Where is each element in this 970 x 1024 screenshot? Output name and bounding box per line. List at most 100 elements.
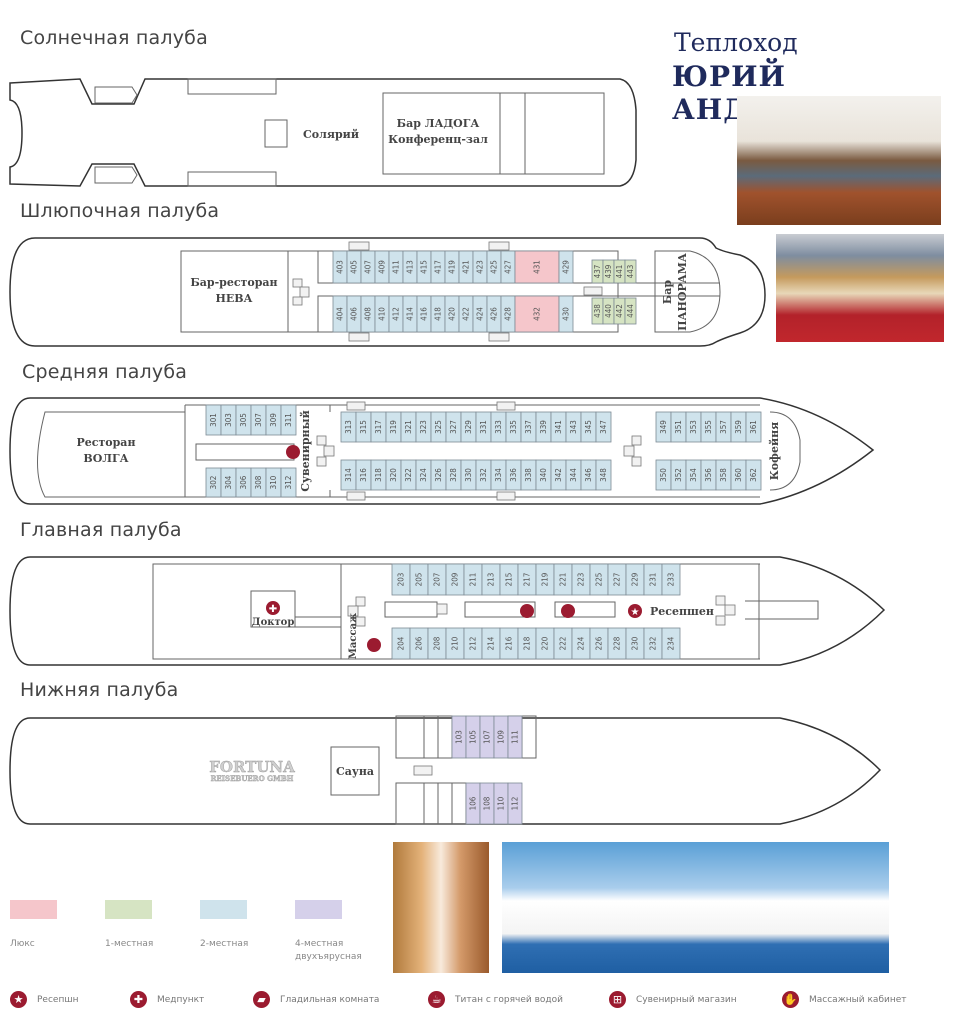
cabin-number: 334 <box>494 468 503 482</box>
svg-text:✚: ✚ <box>269 604 277 615</box>
cabin-number: 438 <box>593 304 602 318</box>
cabin-number: 326 <box>434 468 443 482</box>
cabin-number: 316 <box>359 468 368 482</box>
cabin-number: 424 <box>476 307 485 321</box>
cabin-312[interactable] <box>280 467 297 498</box>
cabin-number: 315 <box>359 420 368 434</box>
cabin-234[interactable] <box>661 627 681 660</box>
stairs-icon <box>496 491 516 501</box>
massage-label: Массаж <box>348 613 359 659</box>
cabin-number: 432 <box>533 307 542 321</box>
cabin-429[interactable] <box>558 250 574 284</box>
cabin-number: 321 <box>404 420 413 434</box>
deck-title-middle: Средняя палуба <box>22 361 188 383</box>
cabin-number: 348 <box>599 468 608 482</box>
panorama-label-2: ПАНОРАМА <box>676 253 689 331</box>
cabin-number: 362 <box>749 468 758 482</box>
cabin-311[interactable] <box>280 404 297 436</box>
cabin-number: 404 <box>336 307 345 321</box>
cabin-number: 306 <box>239 475 248 489</box>
cabin-number: 413 <box>406 260 415 274</box>
cabin-number: 301 <box>209 413 218 427</box>
restaurant-photo <box>776 234 944 342</box>
reception-label: Ресепшен <box>650 605 714 618</box>
cabin-number: 335 <box>509 420 518 434</box>
souvenir-label: Сувенирный <box>299 410 312 492</box>
cabin-number: 437 <box>593 265 602 279</box>
lower-deck-hull <box>9 717 882 825</box>
cabin-444[interactable] <box>624 297 637 325</box>
bar-photo <box>737 96 941 225</box>
plus-icon: ✚ <box>130 991 147 1008</box>
cabin-number: 309 <box>269 413 278 427</box>
cabin-number: 325 <box>434 420 443 434</box>
stairs-icon <box>299 286 310 298</box>
cabin-number: 305 <box>239 413 248 427</box>
stairs-group <box>292 241 736 776</box>
cabin-362[interactable] <box>745 459 762 491</box>
cabin-number: 414 <box>406 307 415 321</box>
cabin-number: 324 <box>419 468 428 482</box>
legend-label-double: 2-местная <box>200 939 249 949</box>
cabin-number: 429 <box>562 260 571 274</box>
cabin-361[interactable] <box>745 411 762 443</box>
cabin-number: 356 <box>704 468 713 482</box>
plan-markers: ✚ ★ <box>266 445 642 652</box>
cabin-number: 431 <box>533 260 542 274</box>
cabin-112[interactable] <box>507 782 523 825</box>
cabin-number: 355 <box>704 420 713 434</box>
cabin-430[interactable] <box>558 295 574 333</box>
legend-label-lux: Люкс <box>10 939 35 949</box>
cabin-number: 318 <box>374 468 383 482</box>
cabin-348[interactable] <box>595 459 612 491</box>
cabin-number: 323 <box>419 420 428 434</box>
cabin-111[interactable] <box>507 715 523 759</box>
cabin-number: 232 <box>649 637 658 651</box>
cabin-number: 425 <box>490 260 499 274</box>
deck-title-lower: Нижняя палуба <box>20 679 179 701</box>
neva-label-2: НЕВА <box>215 292 252 305</box>
cabin-number: 319 <box>389 420 398 434</box>
stairs-icon <box>346 401 366 411</box>
cabin-number: 304 <box>224 475 233 489</box>
volga-label-2: ВОЛГА <box>83 452 128 465</box>
cabin-number: 341 <box>554 420 563 434</box>
cabin-number: 336 <box>509 468 518 482</box>
cabin-number: 313 <box>344 420 353 434</box>
amenity-reception: ★ Ресепшн <box>10 991 78 1008</box>
amenity-massage: ✋ Массажный кабинет <box>782 991 907 1008</box>
cabin-number: 354 <box>689 468 698 482</box>
cabin-431[interactable] <box>514 250 560 284</box>
cabin-number: 223 <box>577 573 586 587</box>
cabin-number: 345 <box>584 420 593 434</box>
stairs-icon <box>316 435 327 446</box>
cabin-number: 332 <box>479 468 488 482</box>
stairs-icon <box>488 332 510 342</box>
fortuna-logo-sub: REISEBUERO GMBH <box>211 774 294 783</box>
star-icon <box>628 604 642 618</box>
cabin-number: 422 <box>462 307 471 321</box>
cabin-233[interactable] <box>661 563 681 596</box>
cabin-number: 344 <box>569 468 578 482</box>
cabin-number: 340 <box>539 468 548 482</box>
cabin-number: 330 <box>464 468 473 482</box>
boat-deck-hull <box>9 237 766 347</box>
volga-label-1: Ресторан <box>77 436 136 449</box>
cabin-number: 312 <box>284 476 293 490</box>
cabin-number: 427 <box>504 260 513 274</box>
cabin-number: 331 <box>479 420 488 434</box>
cabin-347[interactable] <box>595 411 612 443</box>
cabin-number: 303 <box>224 413 233 427</box>
stairs-icon <box>436 603 448 615</box>
cabin-number: 403 <box>336 260 345 274</box>
cabin-number: 421 <box>462 260 471 274</box>
stairs-icon <box>346 491 366 501</box>
cafe-label: Кофейня <box>768 422 781 481</box>
cabin-number: 103 <box>455 730 464 744</box>
cabin-number: 225 <box>595 573 604 587</box>
stairs-icon <box>496 401 516 411</box>
deck-title-main: Главная палуба <box>20 519 182 541</box>
cabin-443[interactable] <box>624 259 637 284</box>
panorama-label-1: Бар <box>661 280 674 305</box>
stairs-icon <box>292 296 303 306</box>
